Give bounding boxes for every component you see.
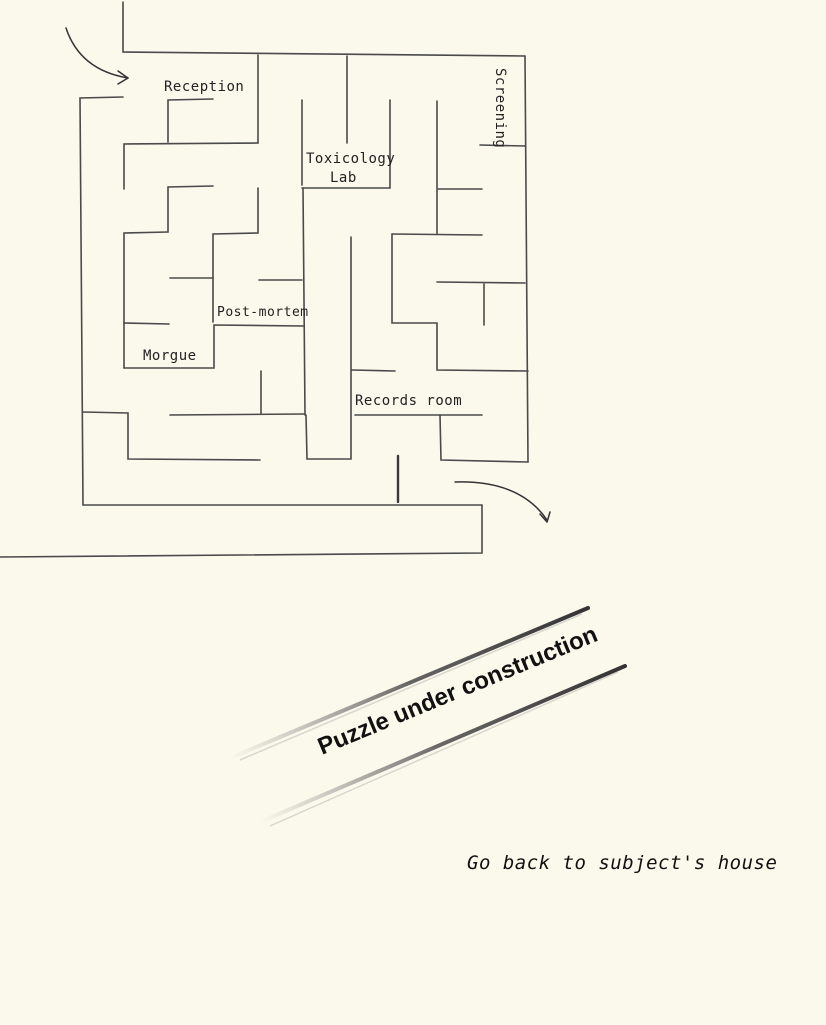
maze-wall [82,411,261,461]
back-to-house-link[interactable]: Go back to subject's house [467,852,778,874]
maze-wall [391,233,529,372]
room-label-screening: Screening [492,68,508,148]
maze-wall [436,281,526,284]
maze-wall [79,96,483,506]
room-label-post-mortem: Post-mortem [217,305,309,320]
maze-wall [439,414,529,463]
maze: Reception Screening Toxicology Lab Post-… [0,1,551,558]
entrance-arrow-icon [65,27,129,85]
maze-wall [123,322,170,325]
maze-wall [351,369,396,372]
room-label-morgue: Morgue [143,348,197,364]
room-label-toxicology: Toxicology [306,151,395,167]
maze-wall [123,231,169,324]
exit-arrow-icon [454,481,551,523]
maze-wall [167,185,214,233]
maze-wall [212,187,259,323]
room-label-toxicology-lab: Lab [330,170,357,186]
maze-wall [167,98,214,143]
maze-wall [122,1,526,57]
maze-wall [123,142,259,190]
maze-wall [0,504,483,558]
maze-wall [301,99,391,189]
maze-wall [169,413,306,416]
maze-wall [302,187,306,416]
maze-wall [123,324,304,369]
maze-wall [391,233,483,236]
construction-banner: Puzzle under construction [228,606,627,827]
maze-wall [479,144,526,147]
maze-walls [0,1,529,558]
maze-wall [524,55,529,463]
room-label-records-room: Records room [355,393,462,409]
banner-brush-strokes [228,606,627,827]
maze-wall [305,236,352,460]
room-label-reception: Reception [164,79,244,95]
